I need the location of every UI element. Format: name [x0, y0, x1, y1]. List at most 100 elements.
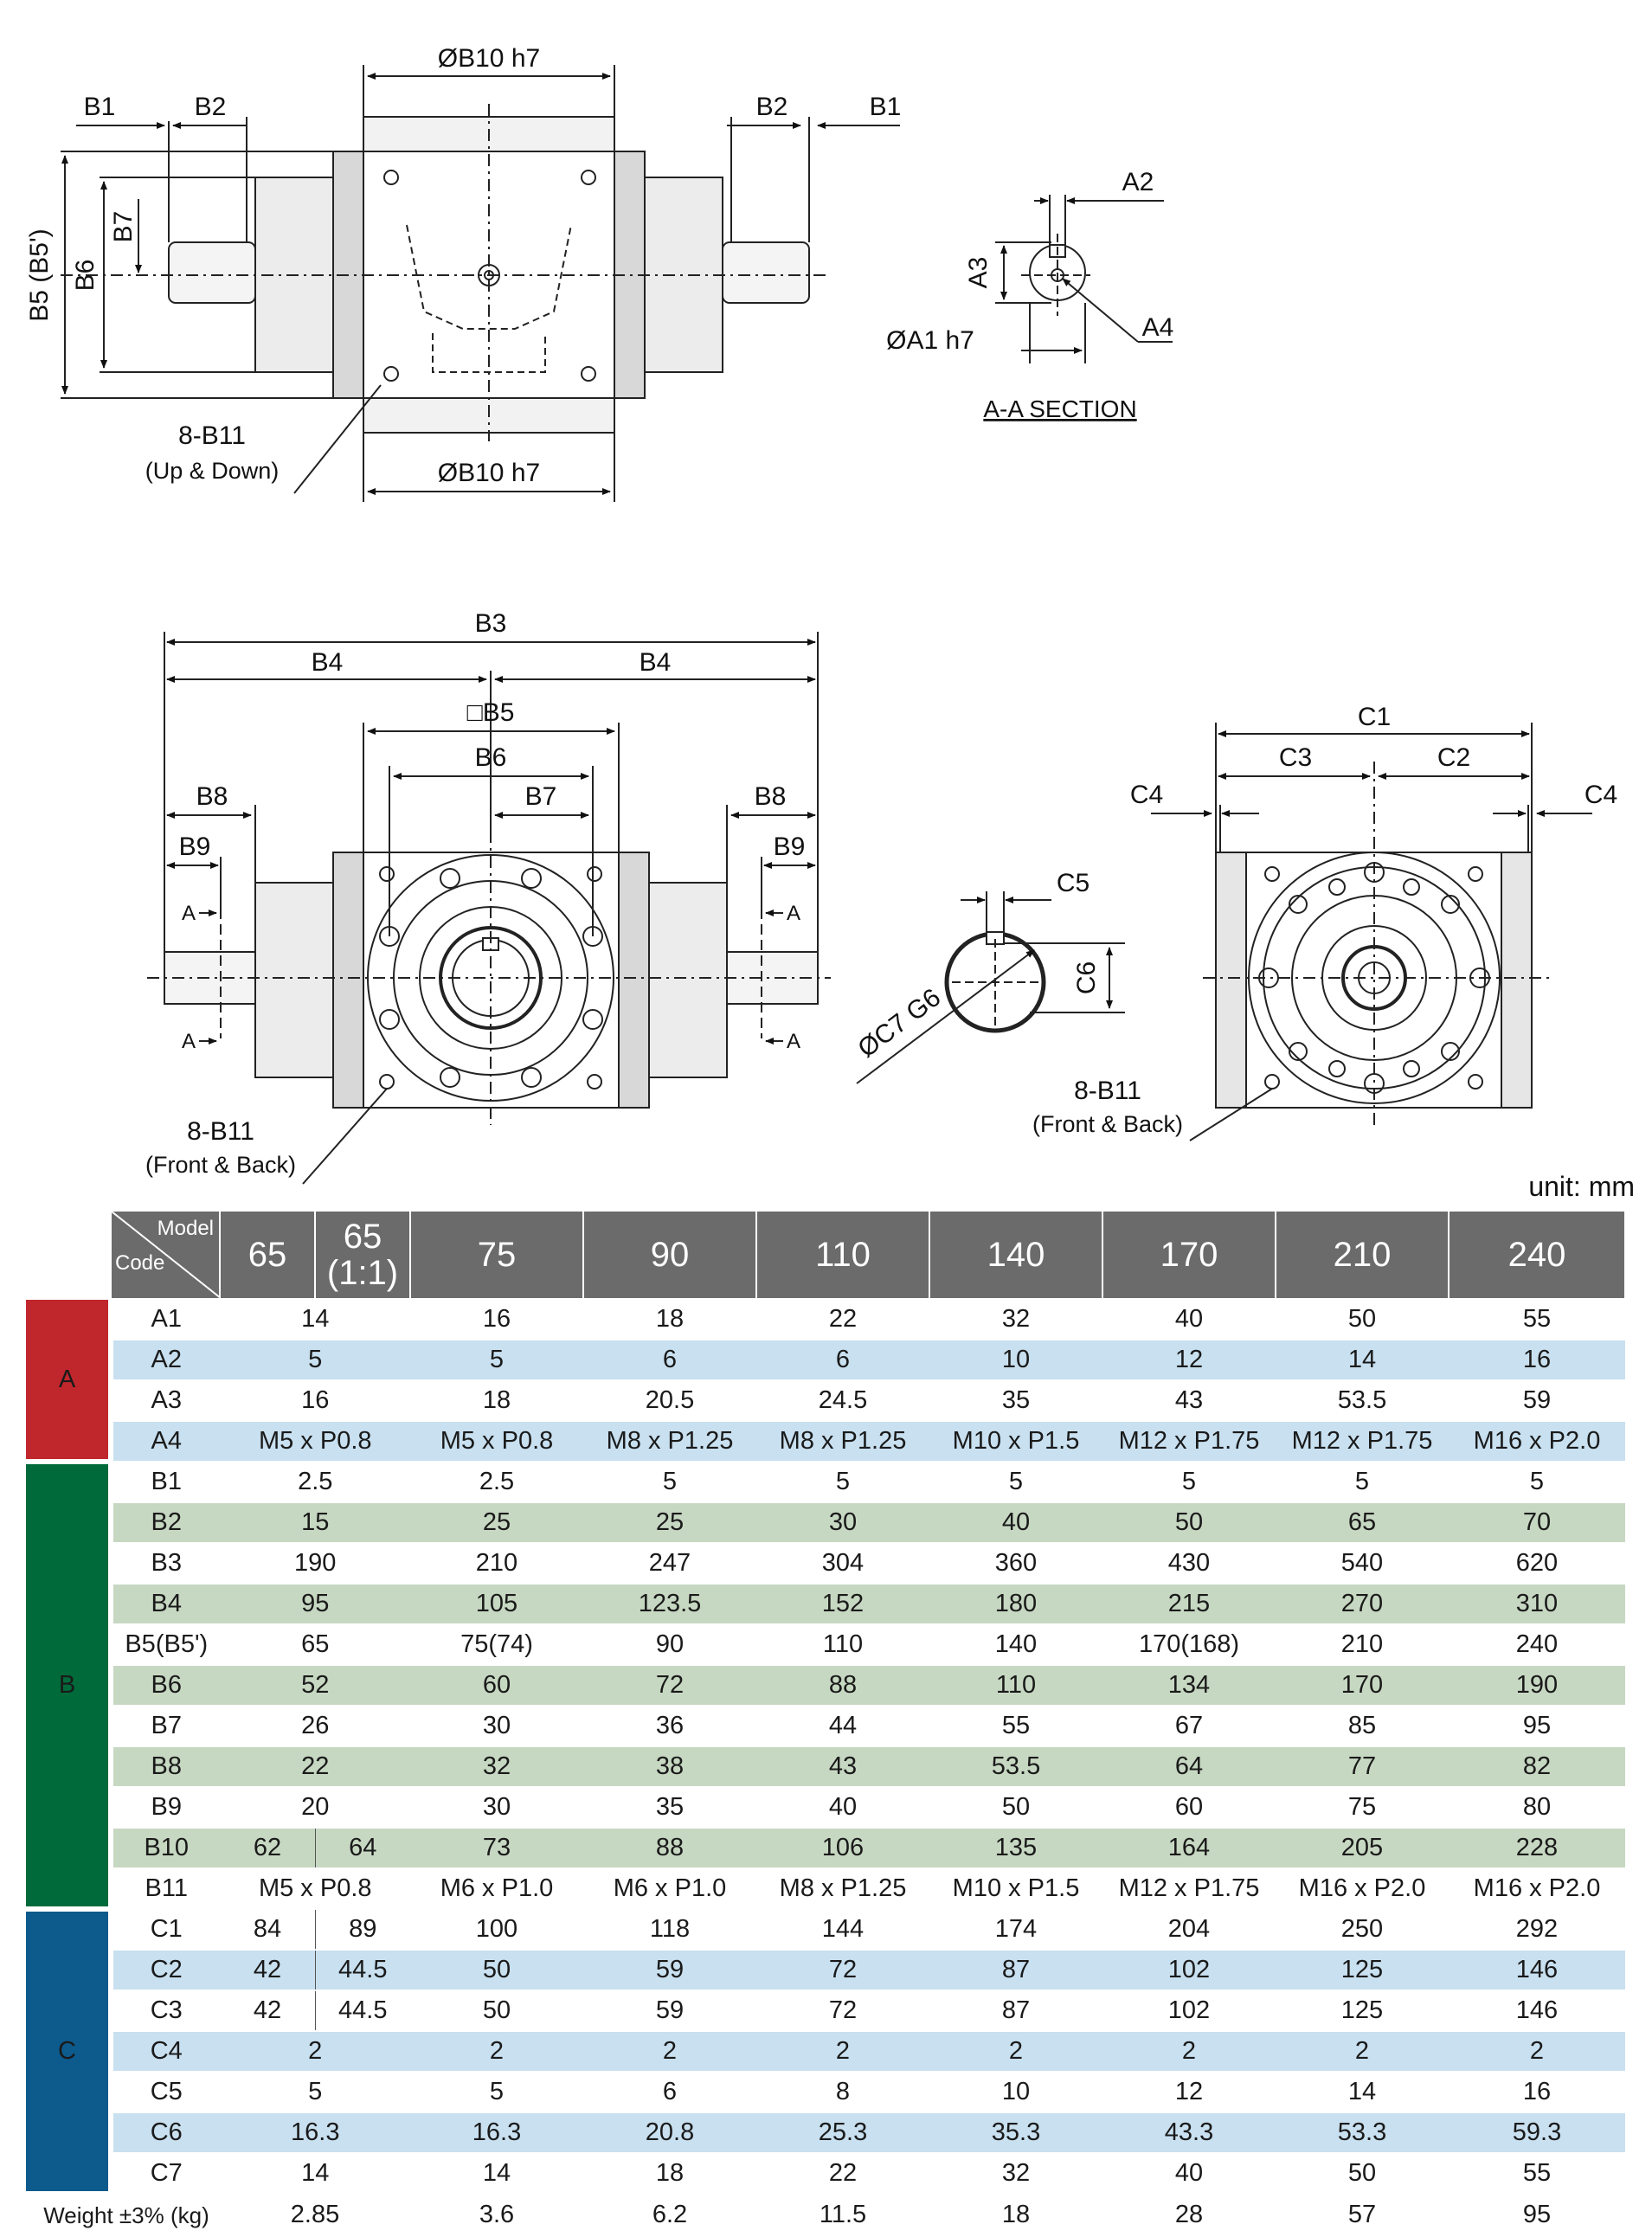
- cell-140: 35: [929, 1380, 1102, 1422]
- cell-65: 22: [220, 1746, 410, 1788]
- cell-240: 5: [1449, 1462, 1625, 1503]
- row-code: B2: [111, 1502, 220, 1544]
- cell-140: 87: [929, 1990, 1102, 2032]
- label-b4-left: B4: [312, 648, 344, 677]
- cell-110: 30: [756, 1502, 929, 1544]
- cell-110: 25.3: [756, 2112, 929, 2154]
- cell-240: 59: [1449, 1380, 1625, 1422]
- label-b7-top: B7: [109, 211, 138, 243]
- cell-170: 40: [1102, 2153, 1276, 2195]
- cell-170: 164: [1102, 1828, 1276, 1869]
- cell-110: 110: [756, 1624, 929, 1666]
- group-label-a: A: [26, 1299, 113, 1464]
- cell-90: 59: [583, 1950, 756, 1991]
- cell-90: 118: [583, 1909, 756, 1951]
- cell-90: 6: [583, 2072, 756, 2113]
- cell-90: M6 x P1.0: [583, 1868, 756, 1910]
- cell-170: 50: [1102, 1502, 1276, 1544]
- label-b2-right: B2: [756, 93, 788, 121]
- cell-75: 60: [410, 1665, 583, 1707]
- cell-140: 32: [929, 1299, 1102, 1340]
- row-code: C4: [111, 2031, 220, 2073]
- label-a1: ØA1 h7: [886, 326, 974, 355]
- label-b10-top: ØB10 h7: [438, 44, 540, 73]
- cell-140: 53.5: [929, 1746, 1102, 1788]
- cell-240: 190: [1449, 1665, 1625, 1707]
- group-label-b: B: [26, 1462, 113, 1912]
- cell-210: 53.5: [1276, 1380, 1449, 1422]
- cell-170: M12 x P1.75: [1102, 1868, 1276, 1910]
- cell-110: 2: [756, 2031, 929, 2073]
- header-model-65-11: 65(1:1): [315, 1212, 411, 1300]
- cell-75: 50: [410, 1950, 583, 1991]
- cell-75: 73: [410, 1828, 583, 1869]
- section-mark-4: A: [787, 1030, 800, 1053]
- row-code: A2: [111, 1340, 220, 1381]
- cell-90: 2: [583, 2031, 756, 2073]
- cell-210: 14: [1276, 2072, 1449, 2113]
- cell-240: 70: [1449, 1502, 1625, 1544]
- cell-65: 190: [220, 1543, 410, 1585]
- section-mark-1: A: [182, 902, 196, 925]
- row-code: C7: [111, 2153, 220, 2195]
- cell-140: M10 x P1.5: [929, 1421, 1102, 1462]
- callout-front-main: 8-B11: [187, 1117, 254, 1146]
- cell-210: 125: [1276, 1950, 1449, 1991]
- cell-210: 77: [1276, 1746, 1449, 1788]
- cell-170: 134: [1102, 1665, 1276, 1707]
- group-label-c: C: [26, 1909, 113, 2196]
- corner-code-label: Code: [115, 1251, 165, 1275]
- cell-65: 14: [220, 1299, 410, 1340]
- cell-65: 26: [220, 1706, 410, 1747]
- bolt-hole-marks: [383, 170, 596, 382]
- cell-210: 65: [1276, 1502, 1449, 1544]
- label-c2: C2: [1437, 743, 1470, 772]
- cell-110: 24.5: [756, 1380, 929, 1422]
- label-b3: B3: [475, 609, 507, 638]
- label-c3: C3: [1279, 743, 1312, 772]
- cell-240: 55: [1449, 2153, 1625, 2195]
- cell-240: M16 x P2.0: [1449, 1421, 1625, 1462]
- cell-140: 140: [929, 1624, 1102, 1666]
- label-b6-front: B6: [475, 743, 507, 772]
- cell-90: 20.8: [583, 2112, 756, 2154]
- cell-170: 43.3: [1102, 2112, 1276, 2154]
- cell-140: 174: [929, 1909, 1102, 1951]
- cell-75: 50: [410, 1990, 583, 2032]
- cell-75: 30: [410, 1787, 583, 1829]
- cell-210: 50: [1276, 2153, 1449, 2195]
- cell-65-b: 44.5: [315, 1950, 410, 1991]
- cell-90: 90: [583, 1624, 756, 1666]
- cell-75: 32: [410, 1746, 583, 1788]
- row-code: C3: [111, 1990, 220, 2032]
- cell-65: 16.3: [220, 2112, 410, 2154]
- cell-240: 146: [1449, 1990, 1625, 2032]
- label-c4-left: C4: [1130, 781, 1163, 809]
- label-c1: C1: [1358, 703, 1391, 731]
- label-b2-left: B2: [195, 93, 227, 121]
- label-b1-left: B1: [84, 93, 116, 121]
- cell-110: 44: [756, 1706, 929, 1747]
- header-model-140: 140: [929, 1212, 1103, 1300]
- cell-90: 18: [583, 2153, 756, 2195]
- cell-170: 204: [1102, 1909, 1276, 1951]
- cell-90: 5: [583, 1462, 756, 1503]
- row-code: C1: [111, 1909, 220, 1951]
- cell-140: 87: [929, 1950, 1102, 1991]
- cell-75: 14: [410, 2153, 583, 2195]
- cell-65: 65: [220, 1624, 410, 1666]
- cell-170: 215: [1102, 1584, 1276, 1625]
- cell-65-a: 84: [220, 1909, 316, 1951]
- cell-65-a: 62: [220, 1828, 316, 1869]
- row-code: B10: [111, 1828, 220, 1869]
- cell-75: 16.3: [410, 2112, 583, 2154]
- label-b1-right: B1: [870, 93, 902, 121]
- cell-210: M16 x P2.0: [1276, 1868, 1449, 1910]
- cell-240: 620: [1449, 1543, 1625, 1585]
